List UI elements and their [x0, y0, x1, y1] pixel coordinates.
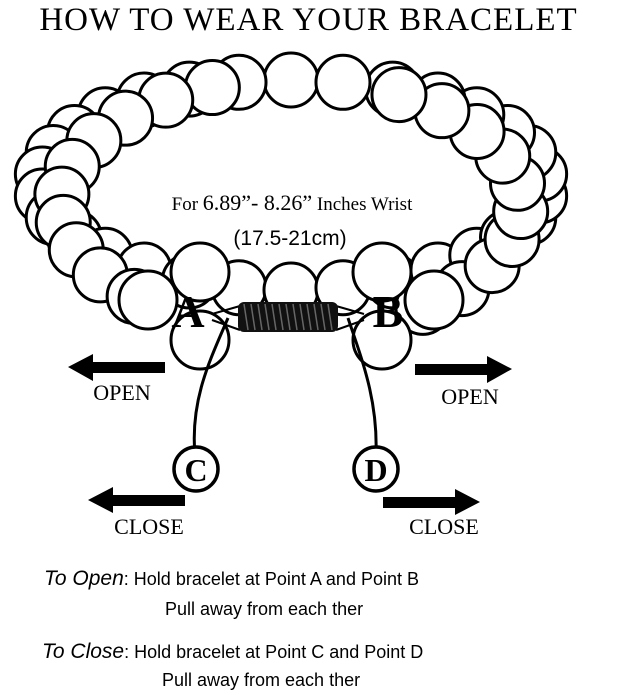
knot-stripe [285, 303, 291, 331]
close-instruction-line1: To Close: Hold bracelet at Point C and P… [42, 641, 423, 663]
open-right-label: OPEN [441, 384, 499, 409]
open-left-arrow-icon [68, 354, 165, 381]
macrame-knot [211, 302, 365, 332]
open-instruction-label: To Open [44, 567, 124, 590]
open-left-label: OPEN [93, 380, 151, 405]
knot-stripe [327, 303, 333, 331]
point-d-label: D [364, 452, 387, 488]
open-instruction-line1: To Open: Hold bracelet at Point A and Po… [44, 568, 419, 590]
knot-stripe [320, 303, 326, 331]
size-note-line1: For 6.89”- 8.26” Inches Wrist [172, 190, 413, 215]
page-title: HOW TO WEAR YOUR BRACELET [39, 2, 578, 38]
size-note-suffix: Inches Wrist [312, 194, 413, 215]
point-b-label: B [373, 286, 404, 337]
knot-stripe [271, 303, 277, 331]
bead [314, 53, 372, 111]
knot-stripe [257, 303, 263, 331]
close-left-label: CLOSE [114, 514, 184, 539]
close-right-arrow-icon [383, 489, 480, 515]
cord-b-to-d [346, 317, 378, 456]
close-instruction-label: To Close [42, 640, 125, 663]
knot-stripe [313, 303, 319, 331]
close-left-arrow-icon [88, 487, 185, 513]
open-right-arrow-icon [415, 356, 512, 383]
knot-stripe [306, 303, 312, 331]
bead [262, 51, 320, 109]
bead [169, 309, 231, 371]
bead [351, 309, 413, 371]
open-instruction-line2: Pull away from each ther [165, 599, 364, 619]
bracelet-diagram: A B C D For 6.89”- 8.26” Inches Wrist (1… [13, 51, 569, 539]
front-bead-ring [33, 59, 550, 371]
size-note-range: 6.89”- 8.26” [203, 190, 312, 215]
bead [370, 66, 428, 124]
knot-stripe [299, 303, 305, 331]
bead [351, 241, 413, 303]
close-right-label: CLOSE [409, 514, 479, 539]
bead [403, 269, 465, 331]
bead [169, 241, 231, 303]
bead [117, 269, 179, 331]
open-instruction-text: : Hold bracelet at Point A and Point B [123, 569, 419, 589]
knot-stripe [278, 303, 284, 331]
point-d-marker: D [352, 445, 400, 493]
close-instruction-text: : Hold bracelet at Point C and Point D [124, 642, 424, 662]
point-a-label: A [171, 286, 204, 337]
knot-stripe [292, 303, 298, 331]
size-note-metric: (17.5-21cm) [233, 227, 346, 250]
knot-stripe [264, 303, 270, 331]
close-instruction-line2: Pull away from each ther [162, 670, 361, 690]
point-c-label: C [184, 452, 207, 488]
point-c-marker: C [172, 445, 220, 493]
knot-stripe [250, 303, 256, 331]
cord-a-to-c [192, 317, 230, 456]
size-note-prefix: For [172, 194, 203, 215]
knot-stripe [243, 303, 249, 331]
